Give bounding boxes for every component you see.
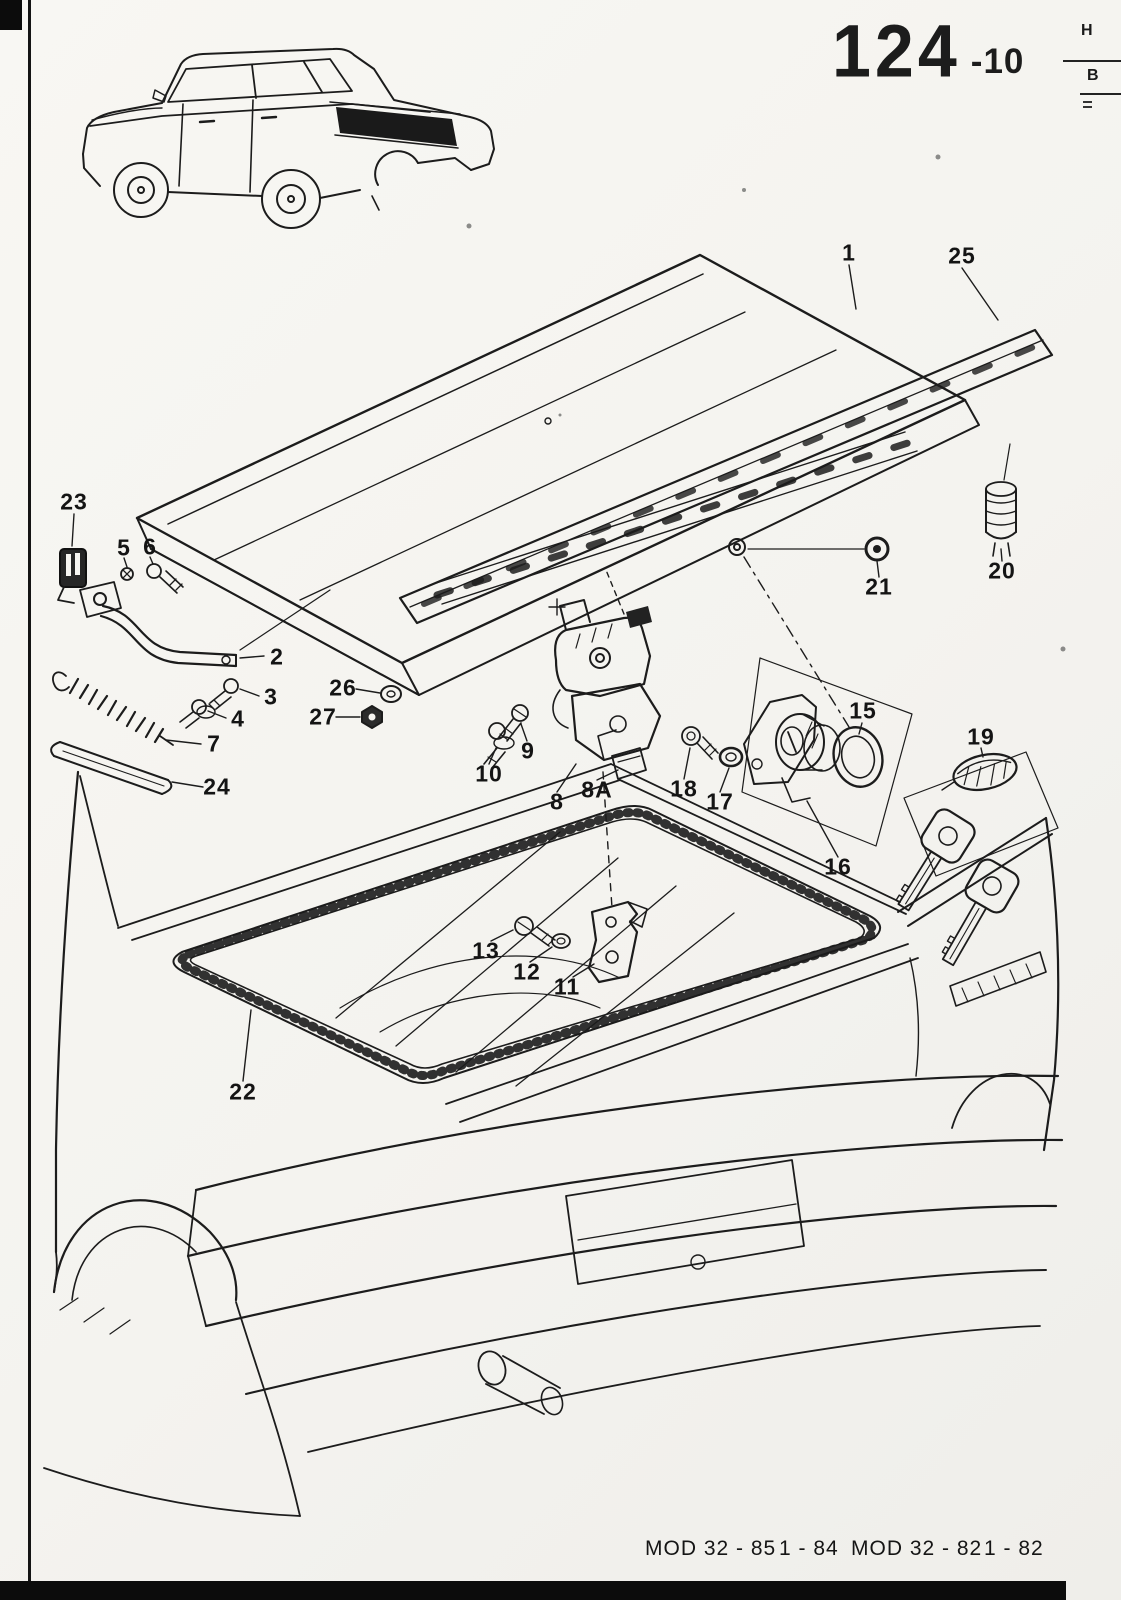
scan-speckles bbox=[466, 154, 1066, 652]
part-label-22: 22 bbox=[229, 1078, 257, 1105]
cover-cap-19 bbox=[952, 752, 1018, 792]
part-label-17: 17 bbox=[706, 788, 734, 815]
part-label-3: 3 bbox=[264, 683, 278, 710]
part-label-8: 8 bbox=[550, 788, 564, 815]
lock-assembly bbox=[681, 443, 1059, 967]
edge-mark bbox=[1083, 101, 1092, 103]
footer-date-left: 1 - 84 bbox=[779, 1537, 839, 1560]
latch-assembly bbox=[483, 599, 662, 780]
screw-5 bbox=[120, 567, 134, 581]
part-label-13: 13 bbox=[472, 937, 500, 964]
screw-6 bbox=[146, 563, 162, 579]
part-label-16: 16 bbox=[824, 853, 852, 880]
left-margin-rule bbox=[28, 0, 31, 1600]
edge-mark bbox=[1083, 106, 1092, 108]
car-thumbnail bbox=[82, 47, 495, 229]
clip-23 bbox=[59, 548, 87, 588]
key-2 bbox=[941, 858, 1020, 967]
bottom-bar bbox=[0, 1581, 1066, 1600]
part-label-25: 25 bbox=[948, 242, 976, 269]
footer-date-right: 1 - 82 bbox=[984, 1537, 1044, 1560]
part-label-19: 19 bbox=[967, 723, 995, 750]
part-label-1: 1 bbox=[842, 239, 856, 266]
edge-rule-top bbox=[1063, 60, 1121, 62]
trunk-lid bbox=[135, 253, 980, 696]
screw-3 bbox=[223, 678, 239, 694]
reference-lines bbox=[602, 556, 850, 909]
part-label-24: 24 bbox=[203, 773, 231, 800]
seal-ring-15 bbox=[832, 726, 884, 788]
page-number-suffix: -10 bbox=[970, 42, 1025, 81]
striker-assembly bbox=[514, 900, 648, 984]
edge-letter-top: H bbox=[1081, 22, 1093, 39]
washer-17 bbox=[718, 746, 744, 768]
part-label-6: 6 bbox=[143, 533, 157, 560]
screw-9 bbox=[511, 704, 529, 722]
part-label-8a: 8A bbox=[581, 776, 613, 803]
key-1 bbox=[895, 808, 976, 912]
seal-gasket-22 bbox=[172, 805, 881, 1084]
part-label-11: 11 bbox=[553, 973, 581, 1000]
washer-12 bbox=[551, 933, 571, 949]
part-label-5: 5 bbox=[117, 534, 131, 561]
torsion-rod-24 bbox=[50, 741, 173, 795]
part-label-20: 20 bbox=[988, 557, 1016, 584]
part-label-2: 2 bbox=[270, 643, 284, 670]
exhaust-pipe bbox=[477, 1350, 564, 1416]
page-number: 124 -10 bbox=[832, 9, 1025, 93]
rear-body bbox=[43, 763, 1064, 1517]
buffer-cap-20 bbox=[985, 443, 1017, 557]
washer-26 bbox=[380, 685, 402, 703]
part-label-23: 23 bbox=[60, 488, 88, 515]
part-label-21: 21 bbox=[865, 573, 893, 600]
part-label-12: 12 bbox=[513, 958, 541, 985]
spring-7 bbox=[52, 671, 174, 746]
part-label-18: 18 bbox=[670, 775, 698, 802]
page-number-main: 124 bbox=[832, 9, 961, 93]
footer-model-right: MOD 32 - 82 bbox=[851, 1537, 983, 1560]
screw-13 bbox=[514, 916, 534, 936]
lock-housing-16 bbox=[743, 694, 817, 785]
part-label-9: 9 bbox=[521, 737, 535, 764]
grommet-21 bbox=[864, 536, 890, 562]
part-label-7: 7 bbox=[207, 730, 221, 757]
screw-4 bbox=[191, 699, 207, 715]
edge-rule-bottom bbox=[1080, 93, 1121, 95]
trim-strip bbox=[398, 328, 1054, 625]
leader-lines bbox=[71, 264, 1003, 1082]
screw-18 bbox=[681, 726, 701, 746]
hinge-assembly bbox=[50, 548, 402, 795]
edge-letter-bottom: B bbox=[1087, 67, 1099, 84]
part-label-4: 4 bbox=[231, 705, 245, 732]
part-label-26: 26 bbox=[329, 674, 357, 701]
part-label-10: 10 bbox=[475, 760, 503, 787]
corner-registration-block bbox=[0, 0, 22, 30]
part-label-27: 27 bbox=[309, 703, 337, 730]
footer-model-left: MOD 32 - 85 bbox=[645, 1537, 777, 1560]
part-label-15: 15 bbox=[849, 697, 877, 724]
